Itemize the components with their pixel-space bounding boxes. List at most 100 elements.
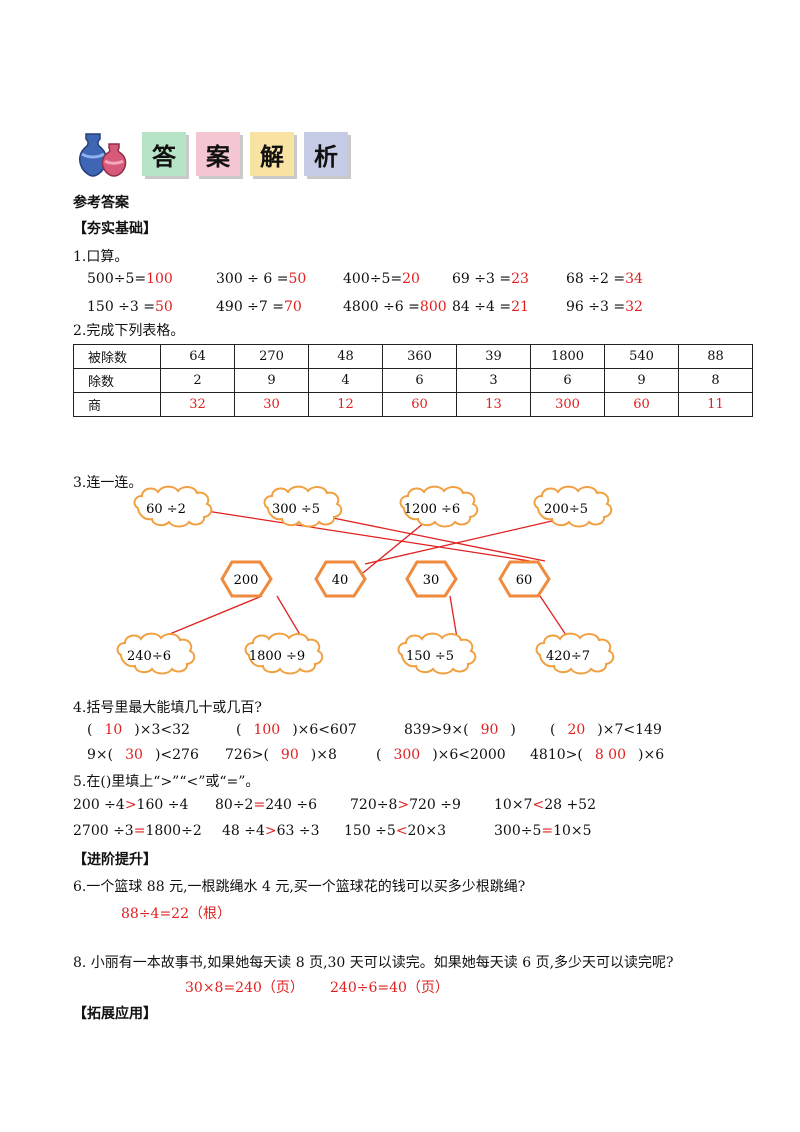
q1-expression: 4800 ÷6 = <box>343 299 420 315</box>
table-row-label: 被除数 <box>73 344 161 369</box>
q1-answer: 100 <box>146 271 173 287</box>
mid-hexagon: 200 <box>220 560 273 598</box>
q1-expression: 150 ÷3 = <box>87 299 155 315</box>
table-cell: 12 <box>308 392 383 417</box>
table-cell: 8 <box>678 368 753 393</box>
q6-answer: 88÷4=22（根） <box>121 906 231 922</box>
header-tile-da: 答 <box>142 132 186 176</box>
q4-answer: 30 <box>125 747 143 763</box>
q4-answer: 10 <box>104 722 123 738</box>
q4-prefix: ( <box>376 747 382 763</box>
q1-answer: 23 <box>511 271 529 287</box>
q5-operator: > <box>264 823 277 839</box>
q1-expression: 500÷5= <box>87 271 147 287</box>
bottom-cloud: 420÷7 <box>535 632 615 675</box>
q1-answer: 800 <box>419 299 447 315</box>
table-cell: 300 <box>530 392 605 417</box>
reference-answer-title: 参考答案 <box>73 195 129 211</box>
bottom-cloud-label: 240÷6 <box>127 649 171 664</box>
q1-item: 300 ÷ 6 =50 <box>216 271 306 287</box>
header-tile-jie: 解 <box>250 132 294 176</box>
bottom-cloud: 150 ÷5 <box>397 632 477 675</box>
q5-item: 150 ÷5<20×3 <box>344 823 446 839</box>
bottom-cloud-label: 420÷7 <box>546 649 590 664</box>
q5-item: 10×7<28 +52 <box>494 797 596 813</box>
top-cloud-label: 300 ÷5 <box>272 502 320 517</box>
q4-answer: 300 <box>393 747 421 763</box>
q4-answer: 8 00 <box>594 747 626 763</box>
q5-right: 240 ÷6 <box>265 797 317 813</box>
q1-expression: 490 ÷7 = <box>216 299 284 315</box>
q1-item: 4800 ÷6 =800 <box>343 299 447 315</box>
mid-hexagon: 40 <box>314 560 367 598</box>
q1-item: 500÷5=100 <box>87 271 173 287</box>
q4-item: 726>(90)×8 <box>225 747 337 763</box>
q4-suffix: )×6<607 <box>292 722 357 738</box>
q1-answer: 21 <box>511 299 529 315</box>
q1-answer: 34 <box>625 271 643 287</box>
top-cloud-label: 60 ÷2 <box>146 502 186 517</box>
table-cell: 4 <box>308 368 383 393</box>
q1-expression: 400÷5= <box>343 271 403 287</box>
q4-item: (100)×6<607 <box>236 722 357 738</box>
top-cloud: 60 ÷2 <box>133 485 213 528</box>
mid-hexagon-label: 60 <box>516 573 533 588</box>
table-cell: 32 <box>160 392 235 417</box>
table-cell: 11 <box>678 392 753 417</box>
q5-right: 28 +52 <box>544 797 596 813</box>
q4-prefix: 726>( <box>225 747 269 763</box>
top-cloud: 300 ÷5 <box>263 485 343 528</box>
bottom-cloud: 1800 ÷9 <box>244 632 324 675</box>
q4-item: 4810>(8 00)×6 <box>530 747 664 763</box>
q4-answer: 90 <box>280 747 299 763</box>
section-advanced-title: 【进阶提升】 <box>73 852 157 868</box>
q4-prefix: 9×( <box>87 747 114 763</box>
q5-right: 10×5 <box>553 823 592 839</box>
top-cloud-label: 1200 ÷6 <box>404 502 460 517</box>
q1-item: 68 ÷2 =34 <box>566 271 643 287</box>
table-cell: 60 <box>382 392 457 417</box>
q5-item: 720÷8>720 ÷9 <box>350 797 461 813</box>
q5-right: 20×3 <box>407 823 446 839</box>
q4-answer: 90 <box>480 722 499 738</box>
bottom-cloud: 240÷6 <box>116 632 196 675</box>
q5-operator: > <box>124 797 137 813</box>
q4-item: (10)×3<32 <box>87 722 190 738</box>
connector-line <box>159 595 263 639</box>
bottom-cloud-label: 150 ÷5 <box>406 649 454 664</box>
q1-expression: 68 ÷2 = <box>566 271 626 287</box>
q4-item: (300)×6<2000 <box>376 747 506 763</box>
table-cell: 9 <box>604 368 679 393</box>
vase-icon <box>78 133 127 177</box>
q5-operator: = <box>133 823 146 839</box>
table-row-label: 除数 <box>73 368 161 393</box>
q4-prefix: ( <box>236 722 242 738</box>
q5-right: 160 ÷4 <box>136 797 189 813</box>
table-cell: 30 <box>234 392 309 417</box>
header-tile-an: 案 <box>196 132 240 176</box>
mid-hexagon-label: 40 <box>332 573 349 588</box>
q4-prefix: 4810>( <box>530 747 583 763</box>
q5-operator: < <box>532 797 545 813</box>
q4-suffix: )<276 <box>154 747 199 763</box>
q4-suffix: )×7<149 <box>597 722 662 738</box>
q5-title: 5.在()里填上“>”“<”或“=”。 <box>73 774 260 790</box>
table-cell: 2 <box>160 368 235 393</box>
q4-answer: 20 <box>567 722 586 738</box>
table-cell: 88 <box>678 344 753 369</box>
q1-item: 84 ÷4 =21 <box>452 299 529 315</box>
q1-item: 490 ÷7 =70 <box>216 299 302 315</box>
q5-left: 200 ÷4 <box>73 797 125 813</box>
table-cell: 60 <box>604 392 679 417</box>
q5-right: 63 ÷3 <box>276 823 320 839</box>
mid-hexagon: 30 <box>405 560 458 598</box>
q8-question: 8. 小丽有一本故事书,如果她每天读 8 页,30 天可以读完。如果她每天读 6… <box>73 955 674 971</box>
q5-item: 2700 ÷3=1800÷2 <box>73 823 202 839</box>
table-cell: 1800 <box>530 344 605 369</box>
q5-item: 80÷2=240 ÷6 <box>215 797 317 813</box>
q5-left: 150 ÷5 <box>344 823 396 839</box>
table-cell: 39 <box>456 344 531 369</box>
q1-item: 400÷5=20 <box>343 271 420 287</box>
q1-expression: 84 ÷4 = <box>452 299 512 315</box>
